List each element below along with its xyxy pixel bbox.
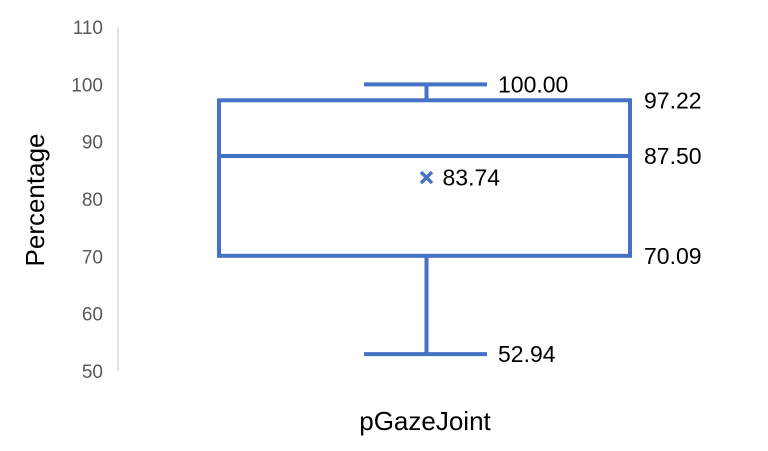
y-tick-label: 100: [71, 75, 103, 96]
q3-label: 97.22: [644, 87, 702, 113]
y-tick-label: 110: [73, 18, 103, 39]
y-tick-label: 80: [82, 190, 103, 211]
q1-label: 70.09: [644, 243, 702, 269]
max-label: 100.00: [498, 71, 568, 97]
min-label: 52.94: [498, 341, 556, 367]
y-tick-label: 70: [82, 247, 103, 268]
y-axis-title: Percentage: [20, 134, 50, 267]
median-label: 87.50: [644, 143, 702, 169]
y-tick-label: 50: [82, 362, 103, 383]
x-axis-title: pGazeJoint: [359, 406, 491, 436]
y-tick-label: 90: [82, 133, 103, 154]
mean-marker: [419, 170, 434, 185]
data-labels: 100.00 97.22 87.50 83.74 70.09 52.94: [443, 71, 702, 367]
mean-marker-stroke: [419, 170, 434, 185]
y-tick-label: 60: [82, 305, 103, 326]
y-tick-labels: 50 60 70 80 90 100 110: [71, 18, 103, 383]
iqr-box: [217, 98, 632, 258]
plot-area: [217, 82, 632, 357]
mean-label: 83.74: [443, 165, 501, 191]
